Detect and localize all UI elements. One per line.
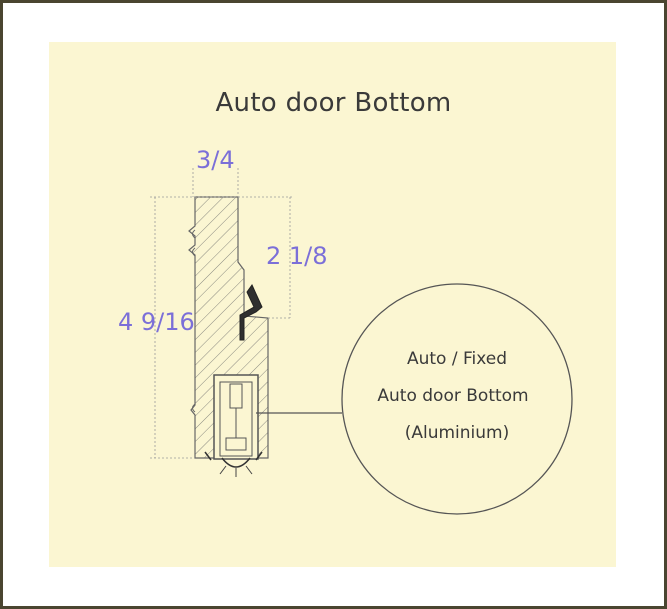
- groove-notch: [192, 247, 196, 257]
- dimension-width: 3/4: [196, 146, 235, 174]
- groove-notch: [192, 403, 196, 413]
- label-circle: [341, 283, 573, 515]
- sweep-bristle: [245, 465, 253, 475]
- door-seal: [239, 284, 263, 341]
- dimension-height: 4 9/16: [118, 308, 195, 336]
- channel-foot: [225, 437, 247, 451]
- rubber-sweep: [221, 457, 251, 468]
- diagram-title: Auto door Bottom: [215, 88, 452, 118]
- label-line-2: Auto door Bottom: [377, 386, 529, 406]
- door-clip: [204, 451, 263, 461]
- dimension-seal-depth: 2 1/8: [266, 242, 328, 270]
- label-line-3: (Aluminium): [404, 423, 510, 443]
- groove-notch: [192, 229, 196, 239]
- channel-inner: [219, 381, 253, 457]
- label-line-1: Auto / Fixed: [406, 349, 508, 369]
- sweep-bristle: [219, 465, 227, 475]
